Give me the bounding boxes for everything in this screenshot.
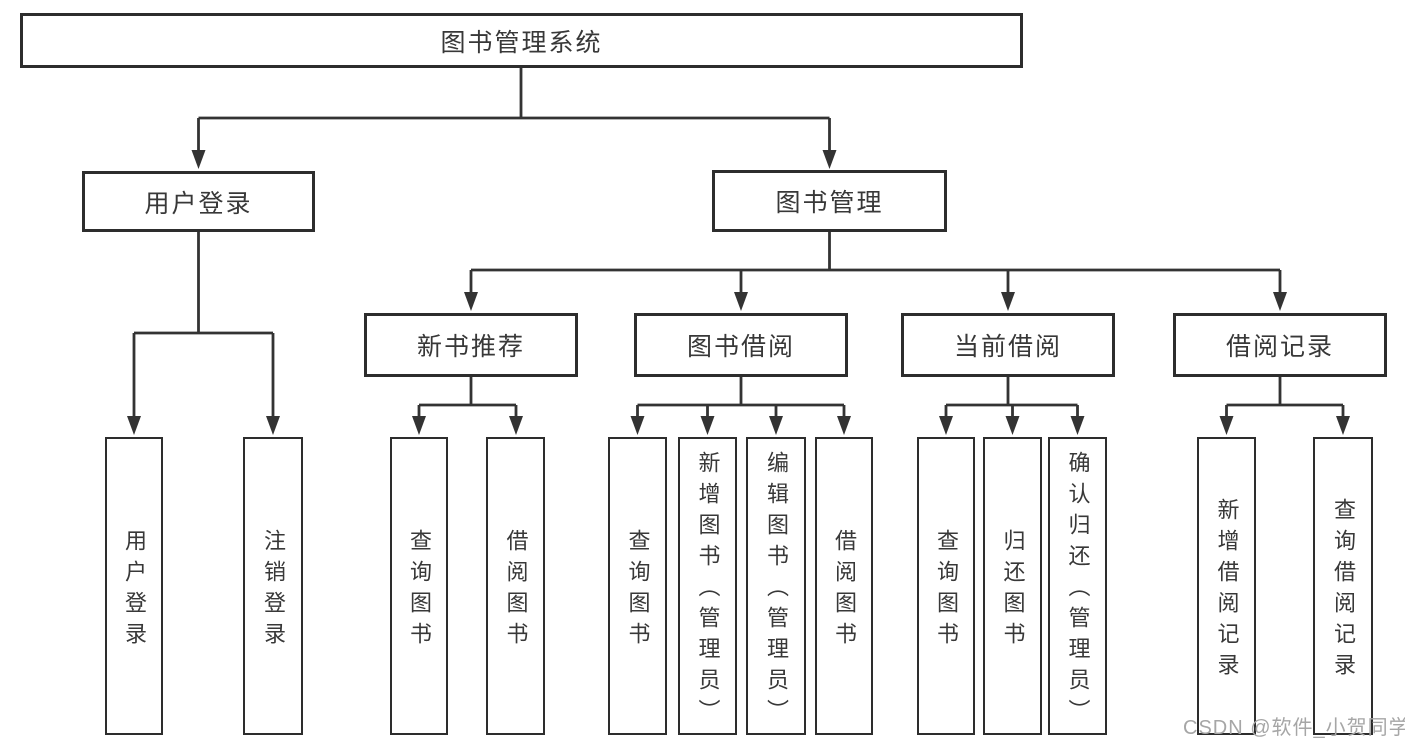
node-book-management: 图书管理: [712, 170, 947, 232]
node-book-borrowing: 图书借阅: [634, 313, 848, 377]
leaf-borrow-books-borrowing: 借阅图书: [815, 437, 873, 735]
node-label: 新增借阅记录: [1214, 497, 1240, 684]
leaf-borrow-books-recommend: 借阅图书: [486, 437, 545, 735]
node-label: 编辑图书（管理员）: [764, 451, 789, 730]
leaf-confirm-return-admin: 确认归还（管理员）: [1048, 437, 1107, 735]
leaf-return-books: 归还图书: [983, 437, 1042, 735]
node-label: 查询图书: [934, 528, 959, 653]
node-label: 查询借阅记录: [1331, 497, 1356, 684]
node-label: 确认归还（管理员）: [1065, 451, 1091, 730]
node-library-management-system: 图书管理系统: [20, 13, 1023, 68]
leaf-query-borrow-record: 查询借阅记录: [1313, 437, 1373, 735]
node-label: 用户登录: [122, 528, 147, 653]
arrowhead-icons: [127, 150, 1350, 435]
leaf-add-books-admin: 新增图书（管理员）: [678, 437, 737, 735]
leaf-query-books-current: 查询图书: [917, 437, 975, 735]
leaf-query-books-borrowing: 查询图书: [608, 437, 667, 735]
node-current-borrowing: 当前借阅: [901, 313, 1115, 377]
leaf-user-login: 用户登录: [105, 437, 163, 735]
leaf-edit-books-admin: 编辑图书（管理员）: [746, 437, 806, 735]
leaf-query-books-recommend: 查询图书: [390, 437, 448, 735]
leaf-add-borrow-record: 新增借阅记录: [1197, 437, 1256, 735]
node-label: 查询图书: [625, 528, 651, 653]
leaf-logout-login: 注销登录: [243, 437, 303, 735]
node-new-book-recommend: 新书推荐: [364, 313, 578, 377]
node-user-login: 用户登录: [82, 171, 315, 232]
node-label: 归还图书: [1000, 528, 1026, 653]
node-label: 借阅图书: [832, 528, 857, 653]
node-borrowing-records: 借阅记录: [1173, 313, 1387, 377]
node-label: 借阅图书: [503, 528, 529, 653]
node-label: 查询图书: [407, 528, 432, 653]
watermark: CSDN @软件_小贺同学: [1183, 717, 1405, 739]
node-label: 注销登录: [261, 528, 286, 653]
node-label: 新增图书（管理员）: [695, 451, 721, 730]
